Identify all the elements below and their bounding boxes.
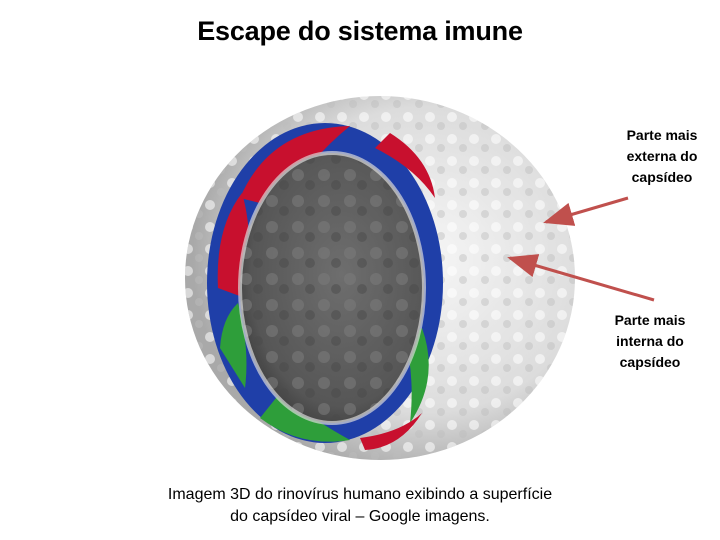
slide-title: Escape do sistema imune xyxy=(197,16,523,46)
label-inner-capsid: Parte mais interna do capsídeo xyxy=(614,312,686,370)
capsid-inner-cavity xyxy=(238,151,426,425)
label-outer-capsid: Parte mais externa do capsídeo xyxy=(626,127,698,185)
rhinovirus-capsid-image xyxy=(185,96,575,460)
figure-caption: Imagem 3D do rinovírus humano exibindo a… xyxy=(167,486,553,525)
